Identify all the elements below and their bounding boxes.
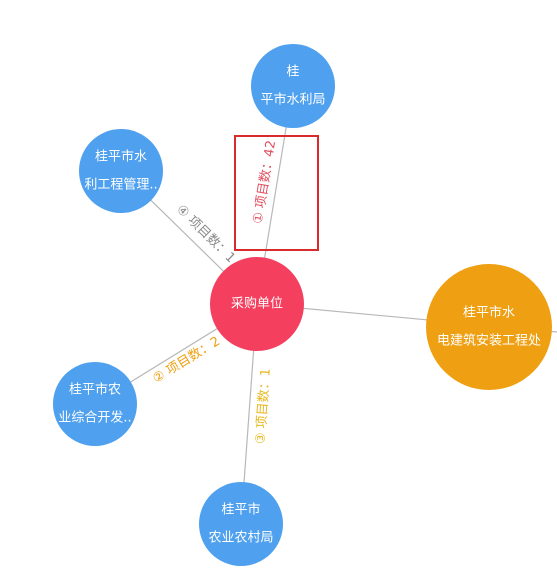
edge-label: ① 项目数：42 [251, 139, 280, 225]
node-label-line: 桂 [286, 65, 299, 80]
node-label-line: 桂平市水 [463, 305, 515, 321]
node-label-line: 农业农村局 [208, 531, 273, 546]
center-node[interactable]: 采购单位 [210, 257, 304, 351]
node-label-line: 利工程管理.. [84, 178, 157, 193]
center-node-label: 采购单位 [231, 296, 283, 312]
node-label-line: 桂平市农 [69, 382, 121, 398]
node-circle[interactable] [199, 482, 283, 566]
center-node-circle[interactable] [210, 257, 304, 351]
node-label-line: 桂平市 [221, 502, 260, 518]
node-circle[interactable] [251, 44, 335, 128]
edge-label: ② 项目数：2 [150, 334, 223, 387]
node-label-line: 电建筑安装工程处 [437, 333, 541, 349]
edge-label: ③ 项目数：1 [253, 368, 273, 445]
edge-label: ④ 项目数：1 [173, 202, 238, 266]
node-circle[interactable] [53, 362, 137, 446]
node-circle[interactable] [426, 264, 552, 390]
node-label-line: 业综合开发.. [58, 410, 131, 426]
node-circle[interactable] [79, 129, 163, 213]
highlight-box [234, 135, 319, 251]
nodes-layer: 桂平市水利局桂平市水利工程管理..桂平市水电建筑安装工程处桂平市农业综合开发..… [53, 44, 552, 566]
node-label-line: 平市水利局 [260, 92, 325, 108]
node-label-line: 桂平市水 [95, 149, 147, 165]
